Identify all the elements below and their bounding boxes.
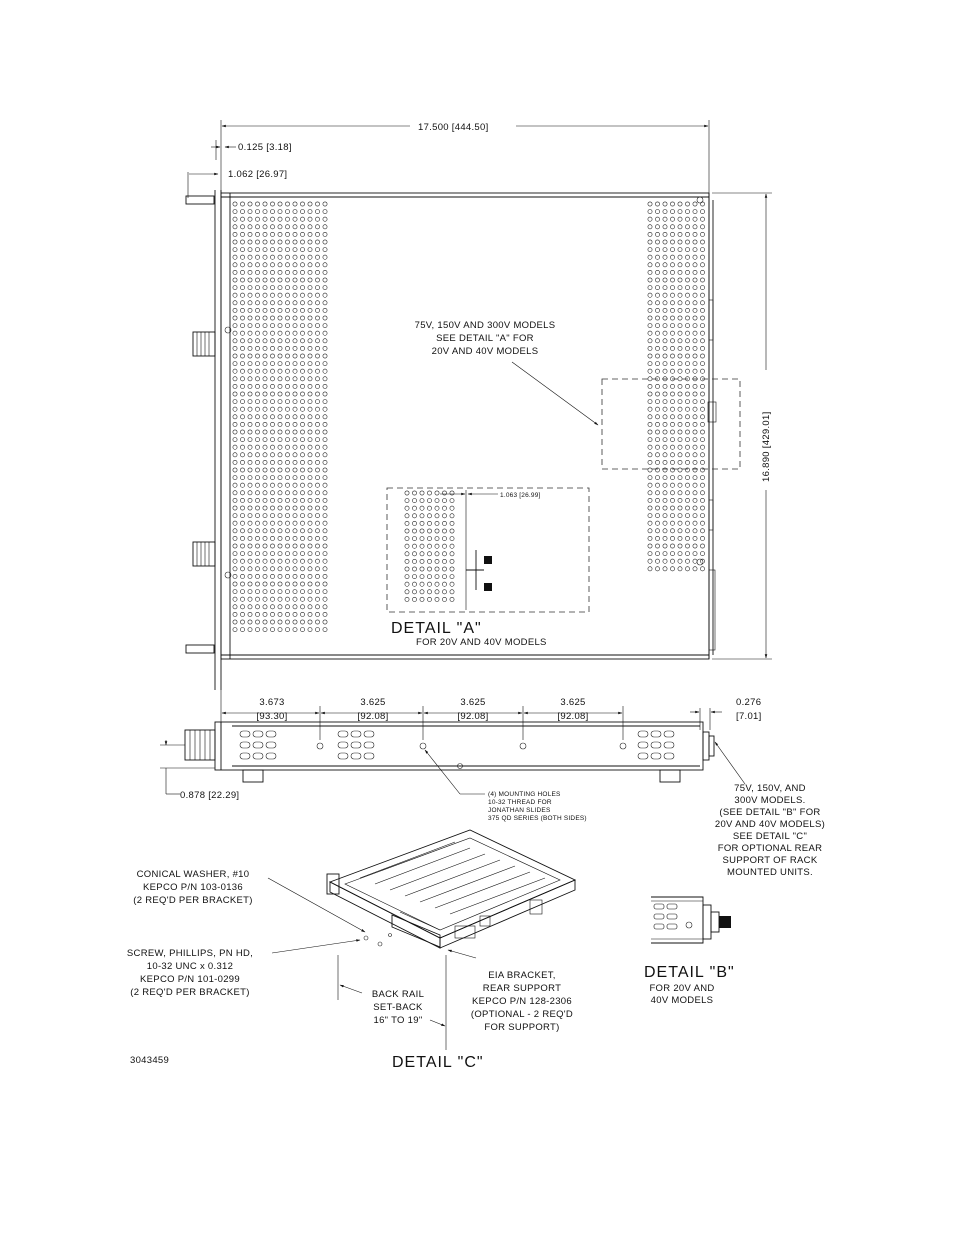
holes-note-3: JONATHAN SLIDES — [488, 807, 551, 814]
holes-note-1: (4) MOUNTING HOLES — [488, 791, 561, 798]
bracket-label-1: EIA BRACKET, — [488, 970, 555, 981]
spacing-3-mm: [92.08] — [457, 711, 488, 722]
detail-a-title: DETAIL "A" — [391, 620, 482, 637]
top-view: 17.500 [444.50] 0.125 [3.18] 1.062 [26.9… — [185, 120, 772, 690]
spacing-1-in: 3.673 — [259, 697, 284, 708]
dim-rear-mm: [7.01] — [736, 711, 762, 722]
detail-a-subtitle: FOR 20V AND 40V MODELS — [416, 637, 547, 648]
detail-a-dim: 1.063 [26.99] — [500, 492, 541, 499]
dim-depth: 16.890 [429.01] — [761, 411, 772, 482]
rail-label-1: BACK RAIL — [372, 989, 424, 1000]
dim-height: 0.878 [22.29] — [180, 790, 239, 801]
washer-label-3: (2 REQ'D PER BRACKET) — [133, 895, 253, 906]
rail-label-2: SET-BACK — [373, 1002, 423, 1013]
spacing-4-in: 3.625 — [560, 697, 585, 708]
detail-b-note-3: (SEE DETAIL "B" FOR — [719, 807, 820, 818]
detail-b-note-8: MOUNTED UNITS. — [727, 867, 813, 878]
bracket-label-4: (OPTIONAL - 2 REQ'D — [471, 1009, 573, 1020]
spacing-2-in: 3.625 — [360, 697, 385, 708]
dim-handle: 1.062 [26.97] — [228, 169, 287, 180]
bracket-label-3: KEPCO P/N 128-2306 — [472, 996, 572, 1007]
screw-label-2: 10-32 UNC x 0.312 — [147, 961, 233, 972]
models-note-line-1: 75V, 150V AND 300V MODELS — [415, 320, 556, 331]
detail-c-title: DETAIL "C" — [392, 1054, 484, 1071]
detail-b-note-7: SUPPORT OF RACK — [723, 855, 818, 866]
dim-flange: 0.125 [3.18] — [238, 142, 292, 153]
detail-b: DETAIL "B" FOR 20V AND 40V MODELS — [644, 896, 735, 1006]
bracket-label-2: REAR SUPPORT — [483, 983, 561, 994]
washer-label-1: CONICAL WASHER, #10 — [137, 869, 250, 880]
detail-a: 1.063 [26.99] DETAIL "A" FOR 20V AND 40V… — [386, 487, 590, 648]
dim-overall-width: 17.500 [444.50] — [418, 122, 489, 133]
screw-label-3: KEPCO P/N 101-0299 — [140, 974, 240, 985]
holes-note-2: 10-32 THREAD FOR — [488, 799, 552, 806]
detail-b-note-2: 300V MODELS. — [734, 795, 805, 806]
holes-note-4: 375 QD SERIES (BOTH SIDES) — [488, 815, 587, 822]
rail-label-3: 16" TO 19" — [373, 1015, 422, 1026]
vent-hole-grid-detail-a — [404, 490, 455, 602]
mounting-hole — [619, 742, 627, 750]
side-view: 3.673 [93.30] 3.625 [92.08] 3.625 [92.08… — [160, 690, 825, 878]
mounting-hole — [316, 742, 324, 750]
spacing-3-in: 3.625 — [460, 697, 485, 708]
vent-hole-grid-left — [232, 201, 328, 632]
detail-b-note-6: FOR OPTIONAL REAR — [718, 843, 823, 854]
drawing-number: 3043459 — [130, 1055, 169, 1066]
bracket-label-5: FOR SUPPORT) — [484, 1022, 559, 1033]
spacing-4-mm: [92.08] — [557, 711, 588, 722]
screw-label-4: (2 REQ'D PER BRACKET) — [130, 987, 250, 998]
detail-b-subtitle-2: 40V MODELS — [651, 995, 714, 1006]
spacing-1-mm: [93.30] — [256, 711, 287, 722]
spacing-2-mm: [92.08] — [357, 711, 388, 722]
detail-c: CONICAL WASHER, #10 KEPCO P/N 103-0136 (… — [127, 829, 577, 1071]
detail-b-note-4: 20V AND 40V MODELS) — [715, 819, 825, 830]
detail-b-subtitle-1: FOR 20V AND — [649, 983, 714, 994]
side-vent-slots — [239, 730, 675, 760]
models-note-line-2: SEE DETAIL "A" FOR — [436, 333, 534, 344]
models-note-line-3: 20V AND 40V MODELS — [432, 346, 539, 357]
detail-b-note-1: 75V, 150V, AND — [734, 783, 806, 794]
detail-b-title: DETAIL "B" — [644, 964, 735, 981]
mounting-hole — [519, 742, 527, 750]
detail-b-note-5: SEE DETAIL "C" — [733, 831, 807, 842]
washer-label-2: KEPCO P/N 103-0136 — [143, 882, 243, 893]
dim-rear: 0.276 — [736, 697, 761, 708]
mounting-hole — [419, 742, 427, 750]
screw-label-1: SCREW, PHILLIPS, PN HD, — [127, 948, 253, 959]
vent-hole-grid-right — [647, 201, 705, 572]
